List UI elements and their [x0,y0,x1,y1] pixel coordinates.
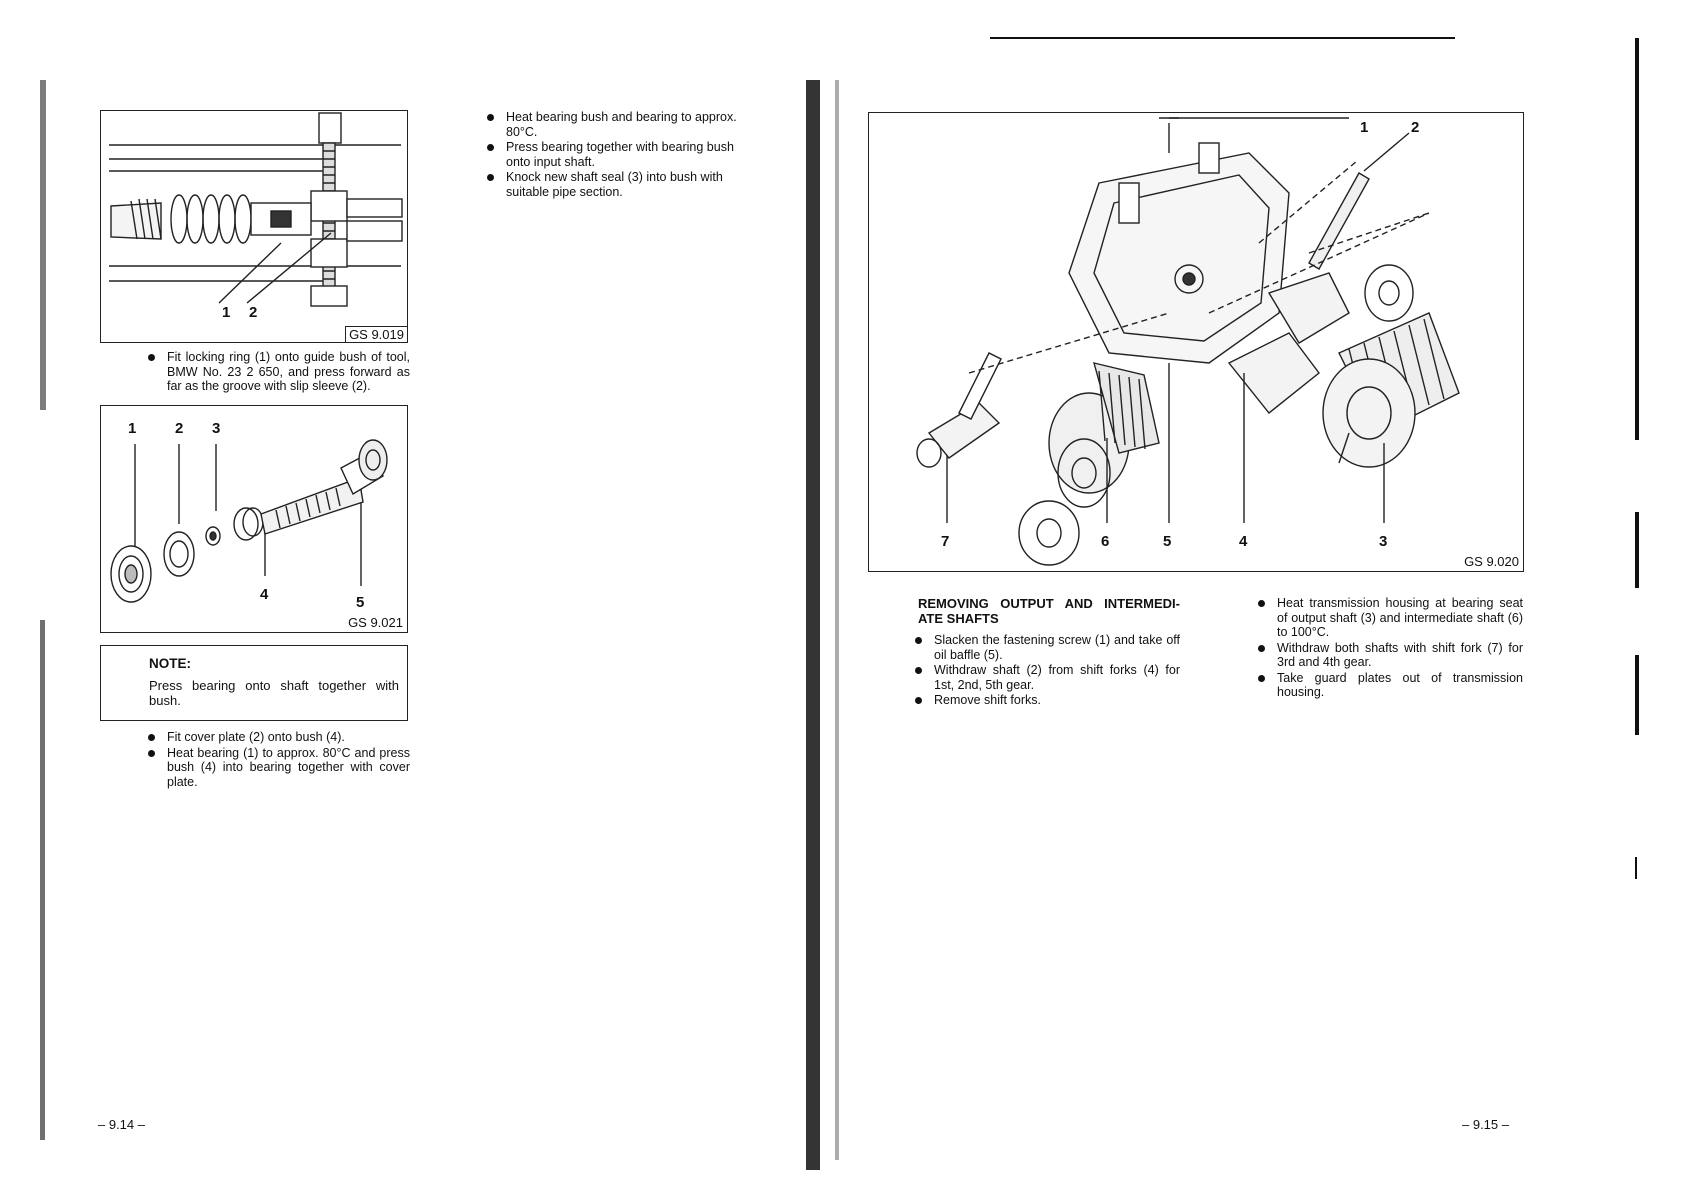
right-column2-instructions: Heat transmission housing at bearing sea… [1255,596,1523,701]
scan-edge-right-1 [1635,38,1639,440]
figure-gs-9-021: 1 2 3 4 5 GS 9.021 [100,405,408,633]
page-number-right: – 9.15 – [1462,1117,1509,1132]
callout-5: 5 [356,594,365,611]
figure-id: GS 9.019 [345,326,407,342]
top-rule [990,37,1455,39]
list-item: Withdraw both shafts with shift fork (7)… [1255,641,1523,670]
callout-5: 5 [1163,533,1172,550]
figure-id: GS 9.021 [348,615,403,630]
list-item: Withdraw shaft (2) from shift forks (4) … [912,663,1180,692]
callout-3: 3 [212,420,221,437]
list-item: Heat bearing bush and bearing to approx.… [484,110,754,139]
list-item: Fit locking ring (1) onto guide bush of … [145,350,410,394]
scan-edge-right-4 [1635,857,1637,879]
column2-instructions: Heat bearing bush and bearing to approx.… [484,110,754,200]
callout-3: 3 [1379,533,1388,550]
callout-1: 1 [128,420,137,437]
bottom-instructions: Fit cover plate (2) onto bush (4). Heat … [145,730,410,790]
note-title: NOTE: [149,656,191,671]
book-spine-shadow [806,80,820,1170]
scan-edge-left [40,80,46,410]
callout-6: 6 [1101,533,1110,550]
callout-4: 4 [1239,533,1248,550]
figure-gs-9-020: 1 2 7 6 5 4 3 GS 9.020 [868,112,1524,572]
list-item: Fit cover plate (2) onto bush (4). [145,730,410,745]
fig1-instructions: Fit locking ring (1) onto guide bush of … [145,350,410,395]
note-box: NOTE: Press bearing onto shaft together … [100,645,408,721]
list-item: Knock new shaft seal (3) into bush with … [484,170,754,199]
callout-1: 1 [222,304,231,321]
list-item: Remove shift forks. [912,693,1180,708]
callout-2: 2 [1411,119,1420,136]
list-item: Heat transmission housing at bearing sea… [1255,596,1523,640]
scan-edge-right-3 [1635,655,1639,735]
list-item: Heat bearing (1) to approx. 80°C and pre… [145,746,410,790]
callout-7: 7 [941,533,950,550]
scan-edge-left-lower [40,620,45,1140]
callout-2: 2 [175,420,184,437]
figure-gs-9-019: 1 2 GS 9.019 [100,110,408,343]
shaft-bearing-exploded-illustration [110,439,388,603]
note-body: Press bearing onto shaft together with b… [149,678,399,708]
section-heading: REMOVING OUTPUT AND INTERMEDI-ATE SHAFTS [918,596,1180,626]
list-item: Take guard plates out of transmission ho… [1255,671,1523,700]
figure-id: GS 9.020 [1464,554,1519,569]
book-spine-edge [835,80,839,1160]
scan-edge-right-2 [1635,512,1639,588]
transmission-exploded-illustration [916,117,1460,566]
right-column1-instructions: Slacken the fastening screw (1) and take… [912,633,1180,709]
locking-ring-tool-illustration [109,112,403,307]
list-item: Press bearing together with bearing bush… [484,140,754,169]
callout-1: 1 [1360,119,1369,136]
callout-4: 4 [260,586,269,603]
list-item: Slacken the fastening screw (1) and take… [912,633,1180,662]
callout-2: 2 [249,304,258,321]
page-number-left: – 9.14 – [98,1117,145,1132]
